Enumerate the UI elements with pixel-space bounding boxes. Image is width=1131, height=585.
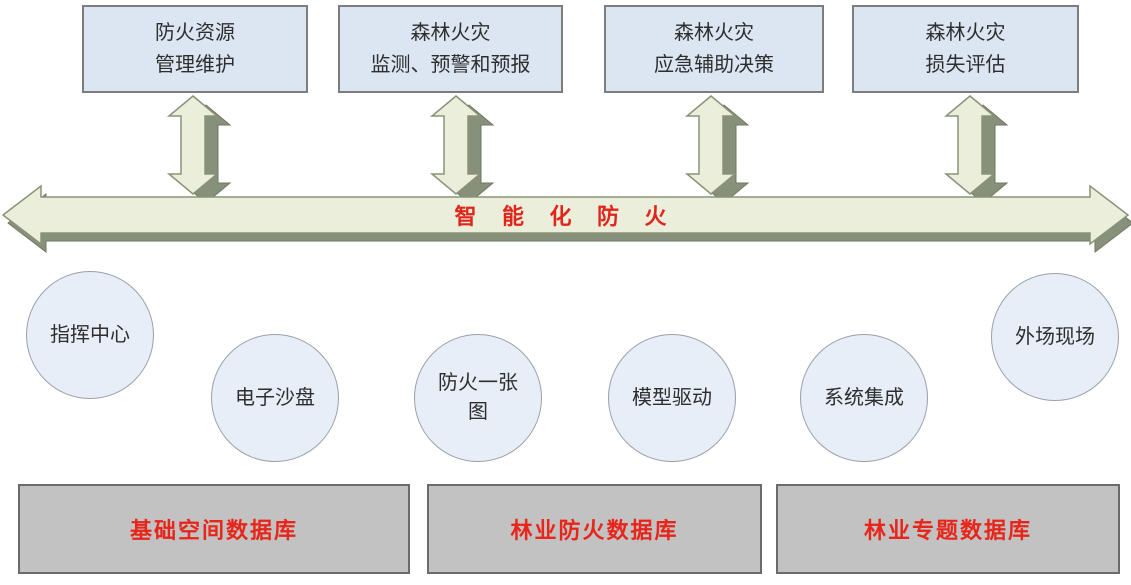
top-box-line2: 监测、预警和预报 <box>370 54 531 76</box>
circle-model-driven: 模型驱动 <box>608 334 736 462</box>
db-box-forestry-thematic-database: 林业专题数据库 <box>776 484 1120 574</box>
main-arrow-label: 智 能 化 防 火 <box>454 204 677 229</box>
circle-one-fire-map: 防火一张图 <box>414 334 542 462</box>
top-box-loss-assessment: 森林火灾 损失评估 <box>852 5 1079 93</box>
top-box-fire-resource-management: 防火资源 管理维护 <box>82 5 308 93</box>
circle-field-site: 外场现场 <box>991 273 1119 401</box>
top-box-line2: 管理维护 <box>155 54 235 76</box>
top-box-line2: 损失评估 <box>925 54 1006 76</box>
top-box-line1: 森林火灾 <box>674 22 754 44</box>
db-label: 基础空间数据库 <box>129 518 298 543</box>
top-box-line1: 森林火灾 <box>410 22 491 44</box>
double-arrow-horizontal-icon <box>1 184 1131 254</box>
circle-label: 电子沙盘 <box>235 386 315 409</box>
db-label: 林业防火数据库 <box>510 518 679 543</box>
db-box-basic-spatial-database: 基础空间数据库 <box>18 484 410 574</box>
circle-label: 指挥中心 <box>50 323 130 346</box>
top-box-fire-monitoring-warning: 森林火灾 监测、预警和预报 <box>338 5 563 93</box>
circle-electronic-sand-table: 电子沙盘 <box>211 334 339 462</box>
top-box-line1: 森林火灾 <box>925 22 1006 44</box>
circle-label: 外场现场 <box>1015 325 1095 348</box>
circle-label: 防火一张图 <box>438 372 518 423</box>
db-box-forestry-fire-database: 林业防火数据库 <box>427 484 762 574</box>
top-box-line1: 防火资源 <box>155 22 235 44</box>
circle-label: 模型驱动 <box>632 386 712 409</box>
db-label: 林业专题数据库 <box>863 518 1032 543</box>
circle-label: 系统集成 <box>824 386 904 409</box>
circle-system-integration: 系统集成 <box>800 334 928 462</box>
circle-command-center: 指挥中心 <box>26 271 154 399</box>
top-box-emergency-decision-support: 森林火灾 应急辅助决策 <box>604 5 824 93</box>
top-box-line2: 应急辅助决策 <box>654 54 774 76</box>
